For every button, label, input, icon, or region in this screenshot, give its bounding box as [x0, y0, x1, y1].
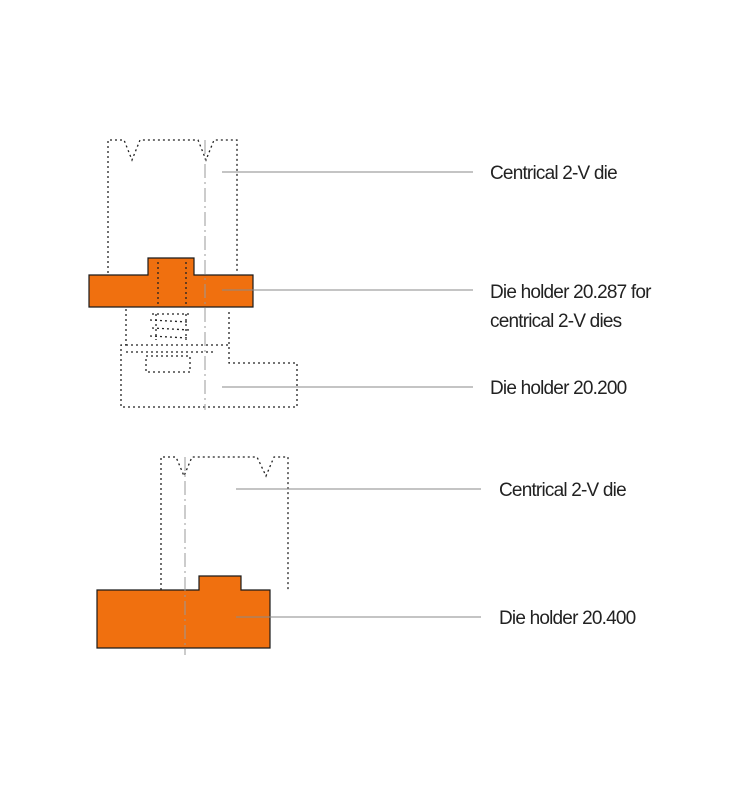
bottom-assembly: Centrical 2-V die Die holder 20.400: [96, 456, 636, 655]
label-holder-20287-line2: centrical 2-V dies: [490, 311, 622, 332]
die-holder-20287: [88, 257, 254, 308]
label-holder-20200: Die holder 20.200: [490, 378, 627, 399]
top-centrical-die-outline: [107, 139, 238, 273]
label-bottom-centrical-die: Centrical 2-V die: [499, 480, 626, 501]
spring-screw-detail: [149, 313, 191, 340]
bottom-centrical-die-outline: [160, 456, 289, 590]
holder-20287-inner-dashes: [157, 262, 187, 305]
label-top-centrical-die: Centrical 2-V die: [490, 163, 617, 184]
label-holder-20287-line1: Die holder 20.287 for: [490, 282, 652, 303]
die-holder-20400: [96, 575, 271, 649]
top-assembly: Centrical 2-V die Die holder 20.287 for …: [88, 139, 653, 410]
label-holder-20400: Die holder 20.400: [499, 608, 636, 629]
screw-head-detail: [145, 355, 191, 373]
top-die-holder-20200-outline: [120, 309, 298, 408]
